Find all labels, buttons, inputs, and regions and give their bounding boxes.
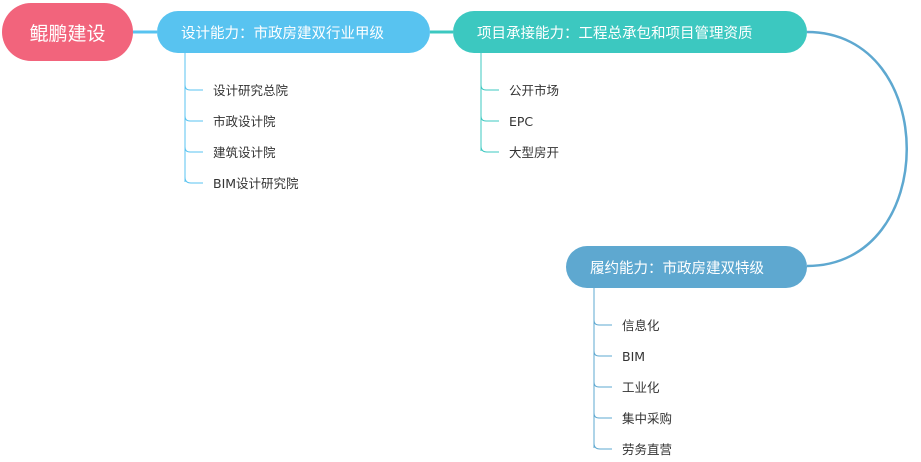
root-node[interactable]: 鲲鹏建设 — [2, 3, 133, 61]
branch-design-capability[interactable]: 设计能力：市政房建双行业甲级 — [157, 11, 430, 53]
design-leaf-connectors — [184, 53, 203, 184]
leaf-open-market[interactable]: 公开市场 — [509, 83, 560, 98]
branch-design-capability-label: 设计能力：市政房建双行业甲级 — [181, 25, 384, 42]
contracting-leaf-connectors — [480, 53, 499, 153]
leaf-epc[interactable]: EPC — [509, 114, 534, 129]
leaf-municipal-design-institute[interactable]: 市政设计院 — [213, 114, 276, 129]
leaf-design-research-institute[interactable]: 设计研究总院 — [213, 83, 289, 98]
leaf-informatization[interactable]: 信息化 — [622, 318, 660, 333]
root-node-label: 鲲鹏建设 — [29, 22, 106, 45]
branch-performance-capability[interactable]: 履约能力：市政房建双特级 — [566, 246, 807, 288]
leaf-large-developers[interactable]: 大型房开 — [509, 145, 560, 160]
leaf-bim[interactable]: BIM — [622, 349, 646, 364]
leaf-bim-design-institute[interactable]: BIM设计研究院 — [213, 176, 299, 191]
leaf-industrialization[interactable]: 工业化 — [622, 380, 660, 395]
branch-contracting-capability-label: 项目承接能力：工程总承包和项目管理资质 — [477, 25, 753, 42]
connector-contracting-to-performance — [806, 30, 908, 268]
leaf-direct-labor-management[interactable]: 劳务直营 — [622, 442, 673, 457]
leaf-centralized-procurement[interactable]: 集中采购 — [622, 411, 673, 426]
performance-leaf-connectors — [593, 287, 612, 450]
branch-contracting-capability[interactable]: 项目承接能力：工程总承包和项目管理资质 — [453, 11, 807, 53]
branch-performance-capability-label: 履约能力：市政房建双特级 — [590, 260, 764, 277]
leaf-architecture-design-institute[interactable]: 建筑设计院 — [213, 145, 276, 160]
